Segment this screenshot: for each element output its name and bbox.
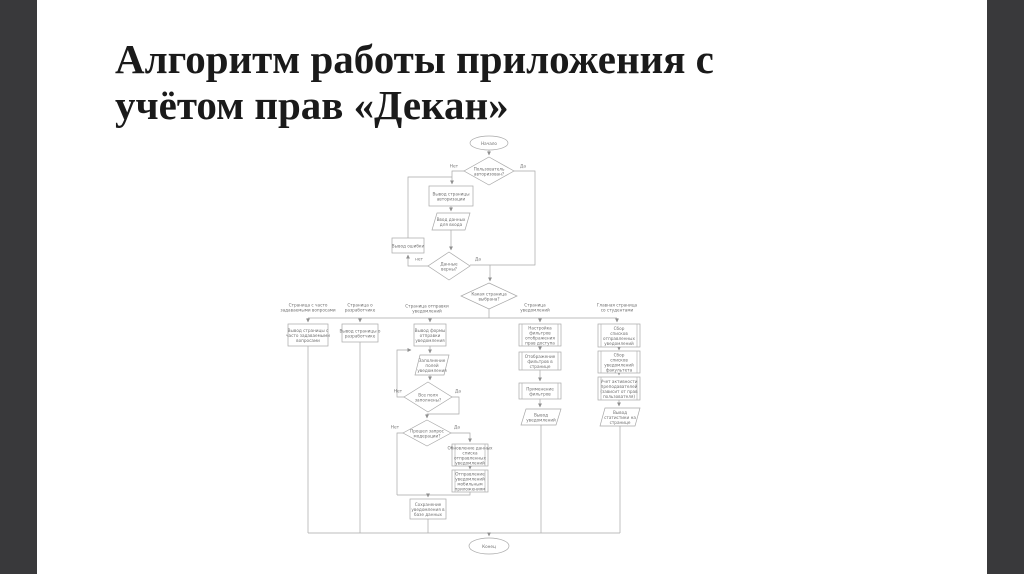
connector-fieldscheck-no-loop bbox=[396, 348, 412, 398]
flow-node-end: Конец bbox=[468, 537, 510, 555]
svg-text:Начало: Начало bbox=[481, 141, 497, 146]
label-datavalid-yes: Да bbox=[475, 257, 481, 263]
flow-connectors bbox=[306, 150, 621, 537]
connector-fieldscheck-yes bbox=[425, 396, 460, 419]
slide-title-line2: учётом прав «Декан» bbox=[115, 82, 509, 129]
connector-authcheck-no bbox=[450, 170, 464, 185]
connector-authcheck-yes bbox=[490, 170, 536, 266]
label-moderation-no: Нет bbox=[391, 425, 400, 431]
label-moderation-yes: Да bbox=[454, 425, 460, 431]
label-authcheck-yes: Да bbox=[520, 164, 526, 170]
label-datavalid-no: нет bbox=[415, 258, 423, 263]
slide-canvas: Алгоритм работы приложения с учётом прав… bbox=[37, 0, 987, 574]
connector-error-loop bbox=[407, 176, 452, 238]
connector-datavalid-no-error bbox=[406, 254, 428, 267]
svg-text:Вывод ошибки: Вывод ошибки bbox=[392, 243, 425, 248]
svg-text:Конец: Конец bbox=[482, 544, 496, 549]
flow-node-error-out: Вывод ошибки bbox=[391, 237, 425, 254]
connector-moderation-yes bbox=[451, 432, 472, 443]
branch-labels: Нет Да нет Да Нет Да Нет Да bbox=[391, 164, 527, 431]
connector-sendmobile-merge bbox=[397, 492, 471, 496]
label-fieldscheck-no: Нет bbox=[394, 389, 403, 395]
label-fieldscheck-yes: Да bbox=[455, 389, 461, 395]
slide-title: Алгоритм работы приложения с учётом прав… bbox=[115, 36, 875, 129]
label-authcheck-no: Нет bbox=[450, 164, 459, 170]
flow-node-start: Начало bbox=[469, 135, 509, 151]
connector-moderation-no bbox=[396, 432, 403, 495]
slide-title-line1: Алгоритм работы приложения с bbox=[115, 36, 714, 82]
